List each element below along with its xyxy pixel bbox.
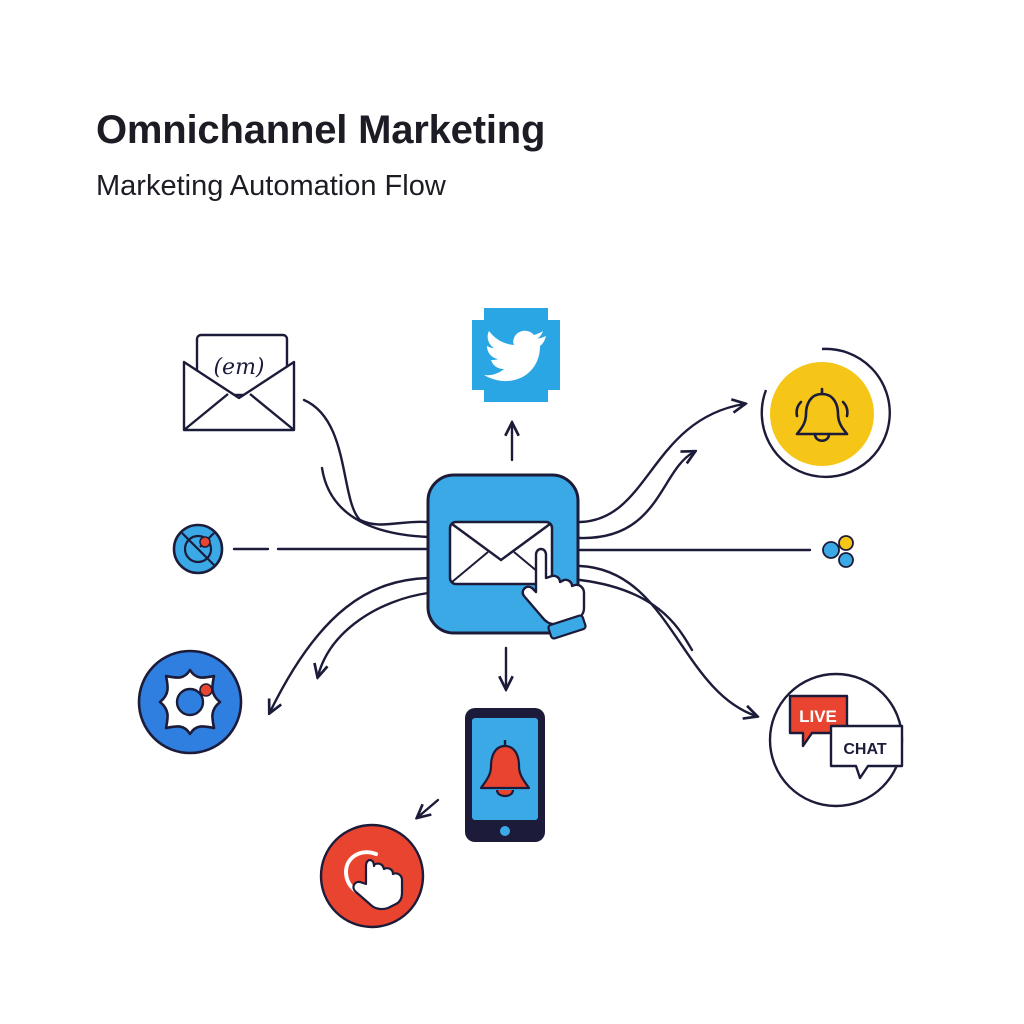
chat-bubbles-icon [788,694,904,780]
gear-channel[interactable] [137,649,243,755]
connector-chat [578,564,756,716]
target-icon [172,523,224,575]
page-subtitle: Marketing Automation Flow [96,170,446,202]
central-hub[interactable] [426,473,587,640]
flow-connectors [232,398,812,817]
connector-gear-2 [318,591,430,676]
click-channel[interactable] [319,823,425,929]
twitter-bird-icon [484,330,546,382]
hand-click-icon [343,850,404,911]
live-chat-channel[interactable]: LIVE CHAT [768,672,904,808]
connector-chat-2 [578,578,694,652]
hub-envelope-icon [448,520,554,586]
connector-bell-2 [578,452,694,540]
envelope-icon [182,333,296,432]
bell-icon [795,387,849,443]
dots-cluster-icon [822,535,854,568]
live-label: LIVE [799,707,837,726]
connector-gear [270,576,430,712]
connector-click [418,798,440,817]
social-dots-channel[interactable] [822,535,854,568]
connector-email [302,398,430,526]
phone-bell-icon [479,740,531,798]
target-channel[interactable] [172,523,224,575]
connector-bell [578,404,744,524]
email-label: (em) [213,355,264,380]
gear-icon [158,668,222,736]
notification-channel[interactable] [760,347,891,479]
email-channel[interactable]: (em) [182,333,296,432]
page-title: Omnichannel Marketing [96,108,546,152]
chat-label: CHAT [843,741,886,758]
hub-hand-click-icon [521,547,587,640]
connector-email-2 [320,466,430,539]
twitter-channel[interactable] [472,308,560,402]
mobile-push-channel[interactable] [465,708,545,842]
